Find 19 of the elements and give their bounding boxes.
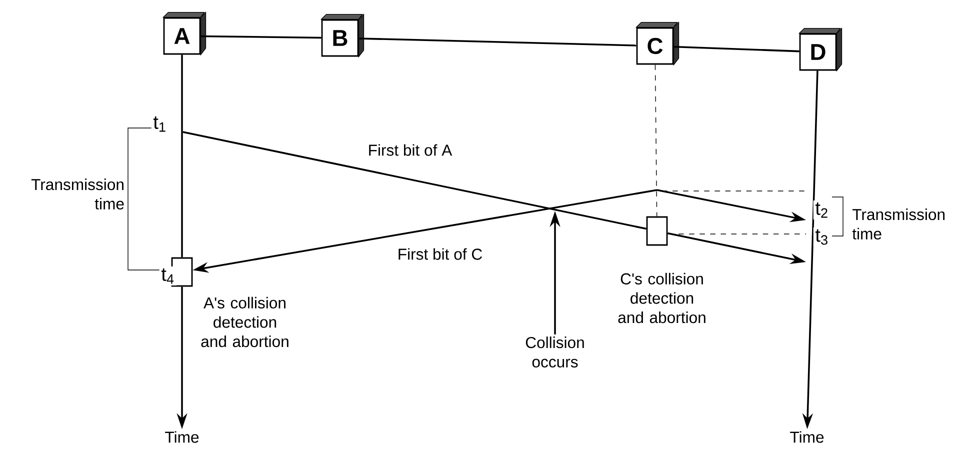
time-mark: t$_{1}$ <box>151 114 169 134</box>
link-line <box>358 38 636 46</box>
time-mark: t$_{4}$ <box>159 266 177 286</box>
axis-label: Time <box>790 431 824 443</box>
axis-label: Time <box>165 431 199 443</box>
caption-text: C's collision detection and abortion <box>618 272 706 324</box>
time-mark: t$_{3}$ <box>813 228 831 247</box>
link-line <box>200 35 322 39</box>
interval-label: Transmission time <box>852 208 945 240</box>
edge-label: First bit of C <box>396 246 484 262</box>
edge-label: First bit of A <box>366 142 454 158</box>
detection-box <box>646 216 668 246</box>
time-mark: t$_{2}$ <box>813 200 831 220</box>
link-line <box>181 54 183 258</box>
link-line <box>674 46 800 52</box>
dashed-line <box>654 64 658 217</box>
axis-label: Collision occurs <box>526 336 584 368</box>
interval-label: Transmission time <box>31 178 124 210</box>
caption-text: A's collision detection and abortion <box>201 296 288 348</box>
